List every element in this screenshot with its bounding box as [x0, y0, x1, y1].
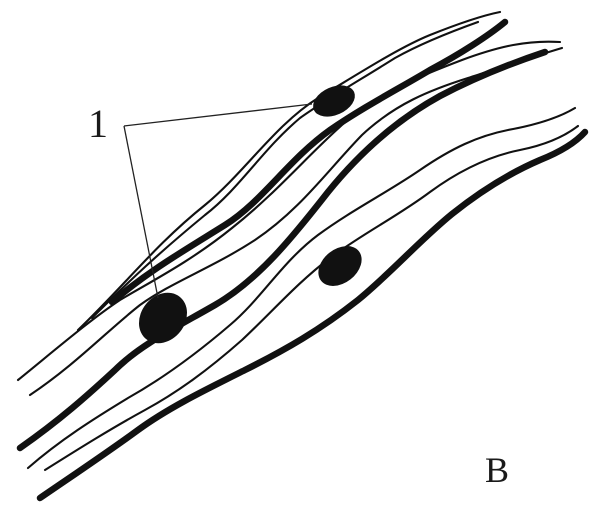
cell-middle-upper-membrane — [18, 42, 560, 380]
cell-top-lower-membrane — [112, 22, 505, 302]
panel-label: B — [485, 452, 509, 488]
callout-label-1: 1 — [88, 104, 108, 144]
leader-to-top-nucleus — [124, 104, 312, 126]
cell-lower-upper-membrane — [28, 108, 575, 468]
muscle-cell-top — [78, 12, 505, 330]
cell-lower-lower-membrane — [40, 132, 585, 498]
